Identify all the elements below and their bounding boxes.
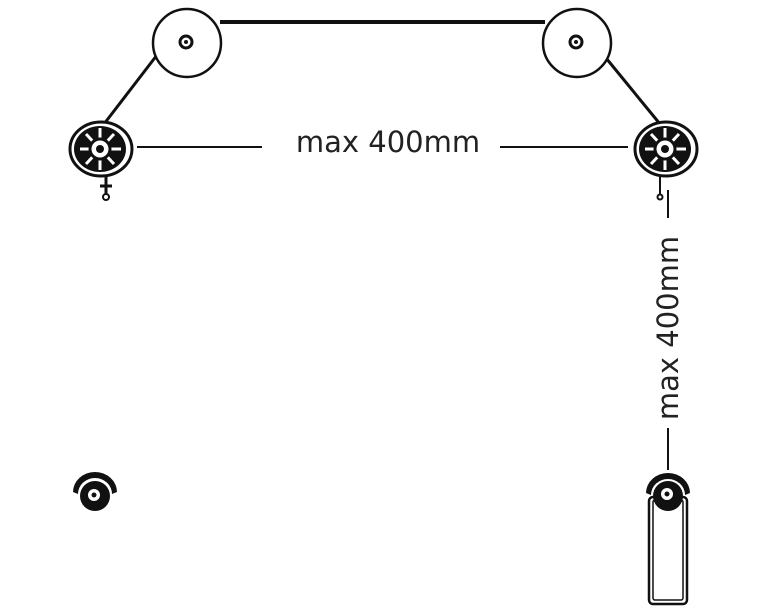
left-cable (102, 54, 159, 125)
right-cable (604, 57, 662, 125)
bottom-right-bracket-icon (646, 455, 690, 606)
horizontal-dimension-label: max 400mm (296, 125, 480, 159)
vertical-dimension-label: max 400mm (651, 236, 685, 420)
left-wheel-icon (68, 120, 134, 201)
right-pulley-icon (541, 7, 613, 79)
right-wheel-icon (633, 120, 699, 201)
bottom-left-bracket-icon (73, 472, 117, 511)
left-pulley-icon (151, 7, 223, 79)
